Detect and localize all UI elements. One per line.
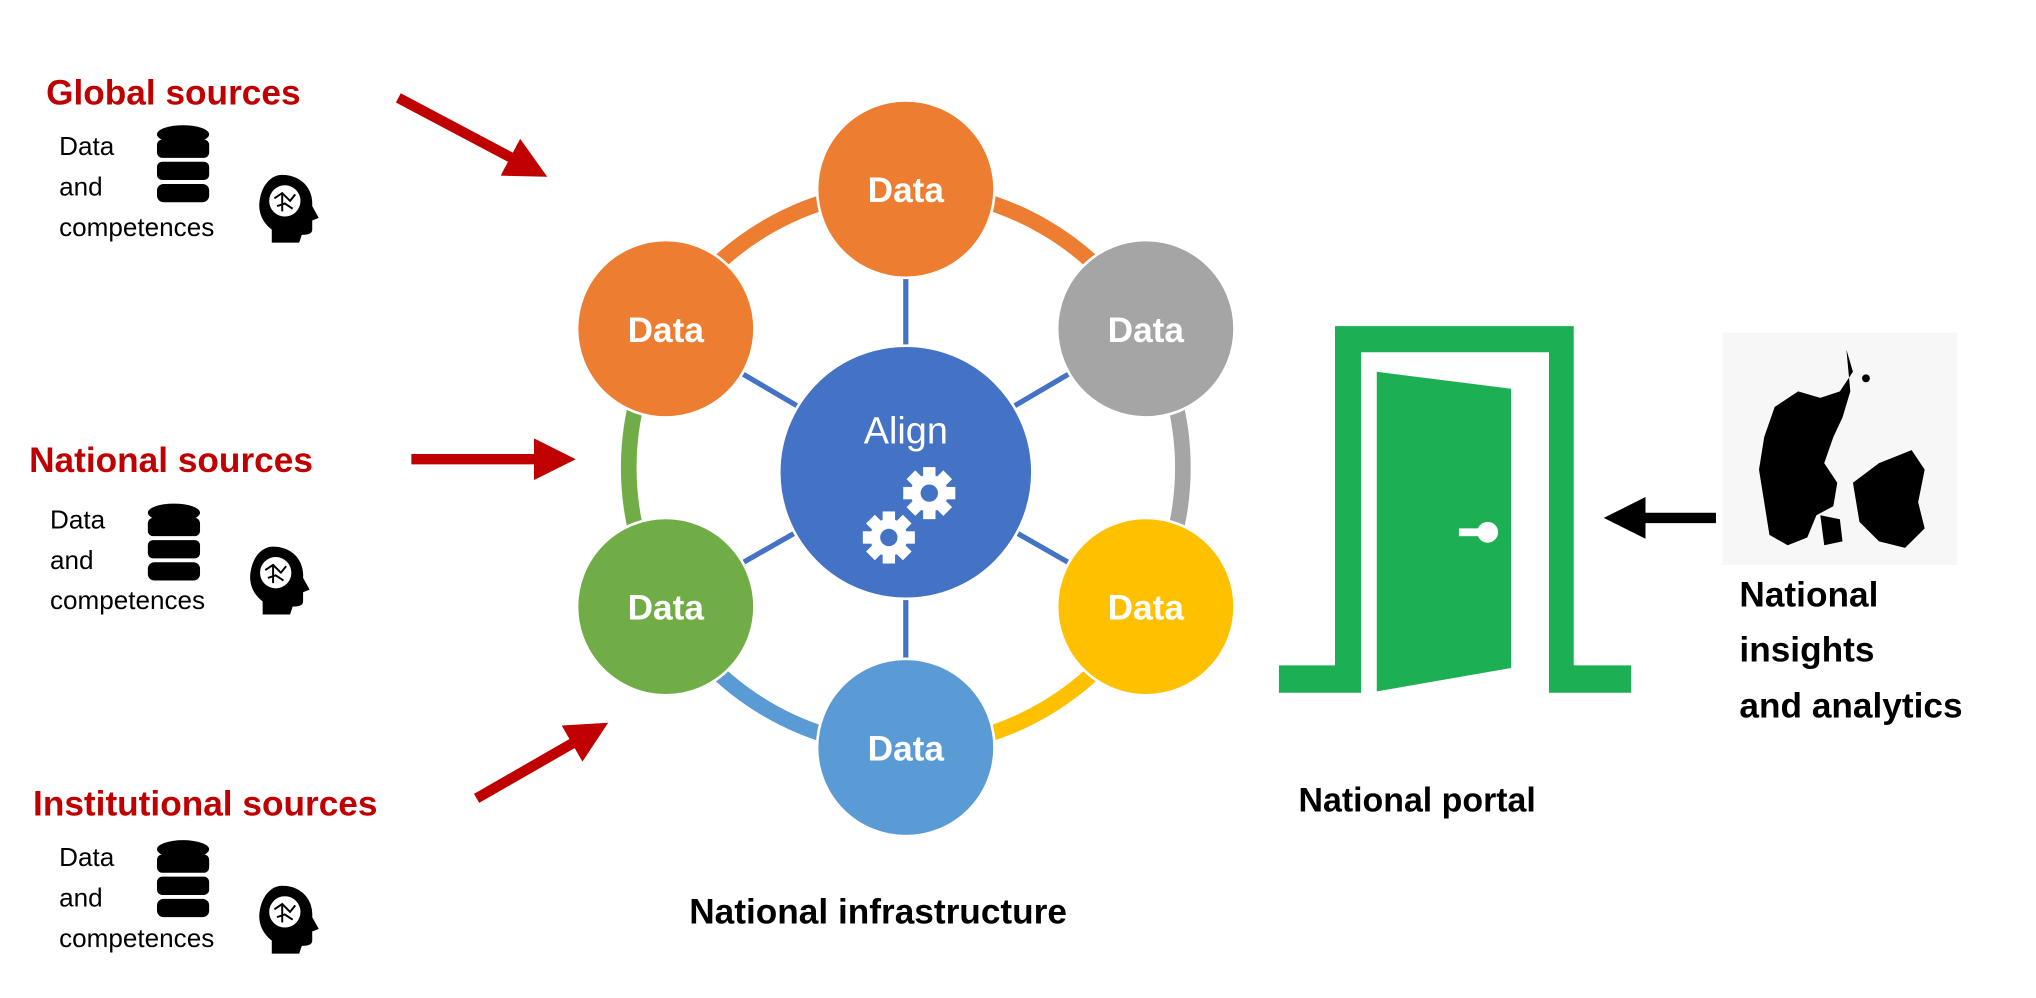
align-hub: Align	[777, 344, 1034, 601]
insights-label: National insights and analytics	[1739, 576, 1962, 726]
institutional-sources: Institutional sources Data and competenc…	[33, 722, 609, 955]
data-node-lower-left: Data	[575, 516, 756, 697]
source-line: and	[59, 883, 103, 913]
source-line: and	[50, 545, 94, 575]
portal-door-icon	[1278, 326, 1632, 693]
arrow-global-icon	[395, 93, 548, 177]
align-label: Align	[864, 411, 948, 453]
data-node-upper-left: Data	[575, 238, 756, 419]
national-sources-title: National sources	[29, 441, 313, 480]
source-line: and	[59, 172, 103, 202]
database-icon	[156, 840, 210, 918]
data-node-label: Data	[628, 589, 705, 628]
source-line: competences	[50, 585, 205, 615]
gear-icon	[862, 511, 915, 564]
database-icon	[147, 503, 201, 581]
data-node-bottom: Data	[815, 657, 996, 838]
source-line: Data	[59, 131, 115, 161]
national-sources: National sources Data and competences	[29, 438, 576, 616]
data-node-lower-right: Data	[1055, 516, 1236, 697]
data-node-label: Data	[1108, 311, 1185, 350]
arrow-institutional-icon	[474, 722, 609, 803]
source-line: competences	[59, 212, 214, 242]
database-icon	[156, 125, 210, 203]
source-line: Data	[59, 842, 115, 872]
insights-line: and analytics	[1739, 687, 1962, 726]
brain-head-icon	[258, 173, 320, 244]
data-node-label: Data	[868, 730, 945, 769]
data-node-label: Data	[868, 171, 945, 210]
gear-icon	[903, 467, 956, 520]
source-line: Data	[50, 504, 106, 534]
brain-head-icon	[249, 545, 311, 616]
global-sources-title: Global sources	[46, 73, 300, 112]
source-line: competences	[59, 923, 214, 953]
institutional-sources-title: Institutional sources	[33, 784, 377, 823]
insights-line: National	[1739, 576, 1878, 615]
data-node-label: Data	[628, 311, 705, 350]
insights-line: insights	[1739, 630, 1874, 669]
brain-head-icon	[258, 884, 320, 955]
infrastructure-caption: National infrastructure	[689, 893, 1067, 932]
data-node-top: Data	[815, 99, 996, 280]
denmark-map-icon	[1722, 332, 1958, 565]
global-sources: Global sources Data and competences	[46, 73, 548, 244]
data-node-upper-right: Data	[1055, 238, 1236, 419]
data-node-label: Data	[1108, 589, 1185, 628]
portal-caption: National portal	[1298, 781, 1535, 819]
